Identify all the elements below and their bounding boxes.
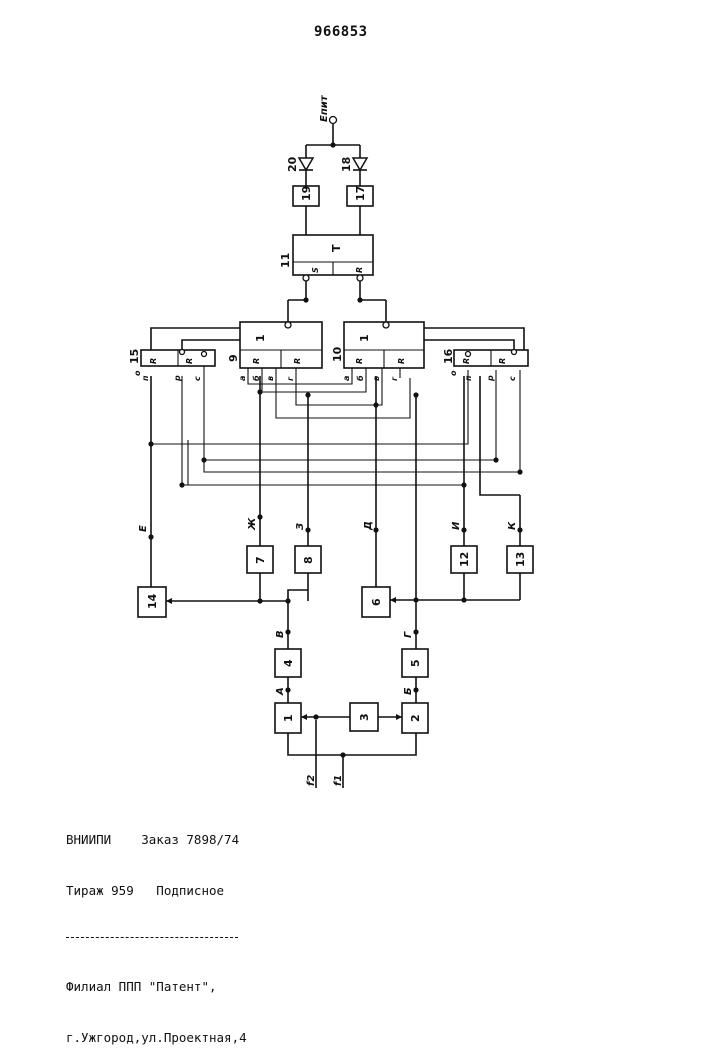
pin-9-a: а [238,376,247,381]
label-11: 11 [279,253,292,268]
label-11-s: S [311,267,320,273]
label-4: 4 [282,659,295,667]
pin-9-r2: R [293,358,302,364]
label-16: 16 [442,348,455,364]
pin-10-a: а [342,376,351,381]
label-11-r: R [355,267,364,273]
pin-9-g: г [286,376,295,381]
label-1: 1 [282,714,295,722]
signal-D: Д [363,521,374,531]
wires [151,124,524,788]
pin-16-n: п [464,375,473,381]
label-3: 3 [358,713,371,721]
pin-15-o: о [133,370,142,376]
label-7: 7 [254,556,267,564]
signal-V: В [275,630,286,638]
supply-terminal: Eпит [319,94,337,123]
signal-A: А [275,687,286,696]
pin-9-b: б [251,375,261,381]
pin-10-g: г [390,376,399,381]
signal-G: Г [403,631,414,638]
pin-10-r1: R [355,358,364,364]
label-10-title: 1 [358,334,371,342]
label-5: 5 [409,659,422,667]
label-18: 18 [340,157,353,172]
label-11-title: T [330,244,343,252]
pin-9-r1: R [252,358,261,364]
pin-16-p: р [486,375,495,382]
imprint-line-4: г.Ужгород,ул.Проектная,4 [66,1029,247,1046]
signal-I: И [451,521,462,530]
pin-16-o: о [449,370,458,376]
label-8: 8 [302,556,315,564]
label-14: 14 [146,593,159,609]
label-2: 2 [409,714,422,722]
label-12: 12 [458,552,471,567]
pin-15-c: с [193,376,202,381]
signal-K: К [507,521,518,530]
signal-B: Б [403,687,414,695]
pin-15-r2: R [185,358,194,364]
pin-16-r2: R [498,358,507,364]
pin-9-v: в [266,376,275,381]
label-17: 17 [354,186,367,201]
input-f2: f2 [306,775,317,786]
pin-15-p: р [173,375,182,382]
label-20: 20 [286,156,299,172]
block-11-trigger [293,235,373,281]
pin-15-n: п [141,375,150,381]
pin-10-b: б [355,375,365,381]
signal-E: Е [138,525,149,532]
input-f1: f1 [333,775,344,786]
label-13: 13 [514,552,527,567]
pin-10-v: в [372,376,381,381]
imprint-line-1: ВНИИПИ Заказ 7898/74 [66,831,247,848]
pin-15-r1: R [149,358,158,364]
label-9: 9 [227,354,240,362]
imprint-divider [66,937,238,938]
imprint-line-3: Филиал ППП "Патент", [66,978,247,995]
label-19: 19 [300,186,313,201]
pin-16-r1: R [462,358,471,364]
supply-label: Eпит [319,94,330,122]
label-15: 15 [128,349,141,364]
led-20 [299,158,313,170]
signal-ZH: Ж [247,517,258,531]
signal-Z: З [295,523,306,530]
led-18 [353,158,367,170]
label-6: 6 [370,598,383,606]
pin-16-c: с [508,376,517,381]
imprint-line-2: Тираж 959 Подписное [66,882,247,899]
label-9-title: 1 [254,334,267,342]
pin-10-r2: R [397,358,406,364]
label-10: 10 [331,346,344,362]
publication-imprint: ВНИИПИ Заказ 7898/74 Тираж 959 Подписное… [66,797,247,1063]
